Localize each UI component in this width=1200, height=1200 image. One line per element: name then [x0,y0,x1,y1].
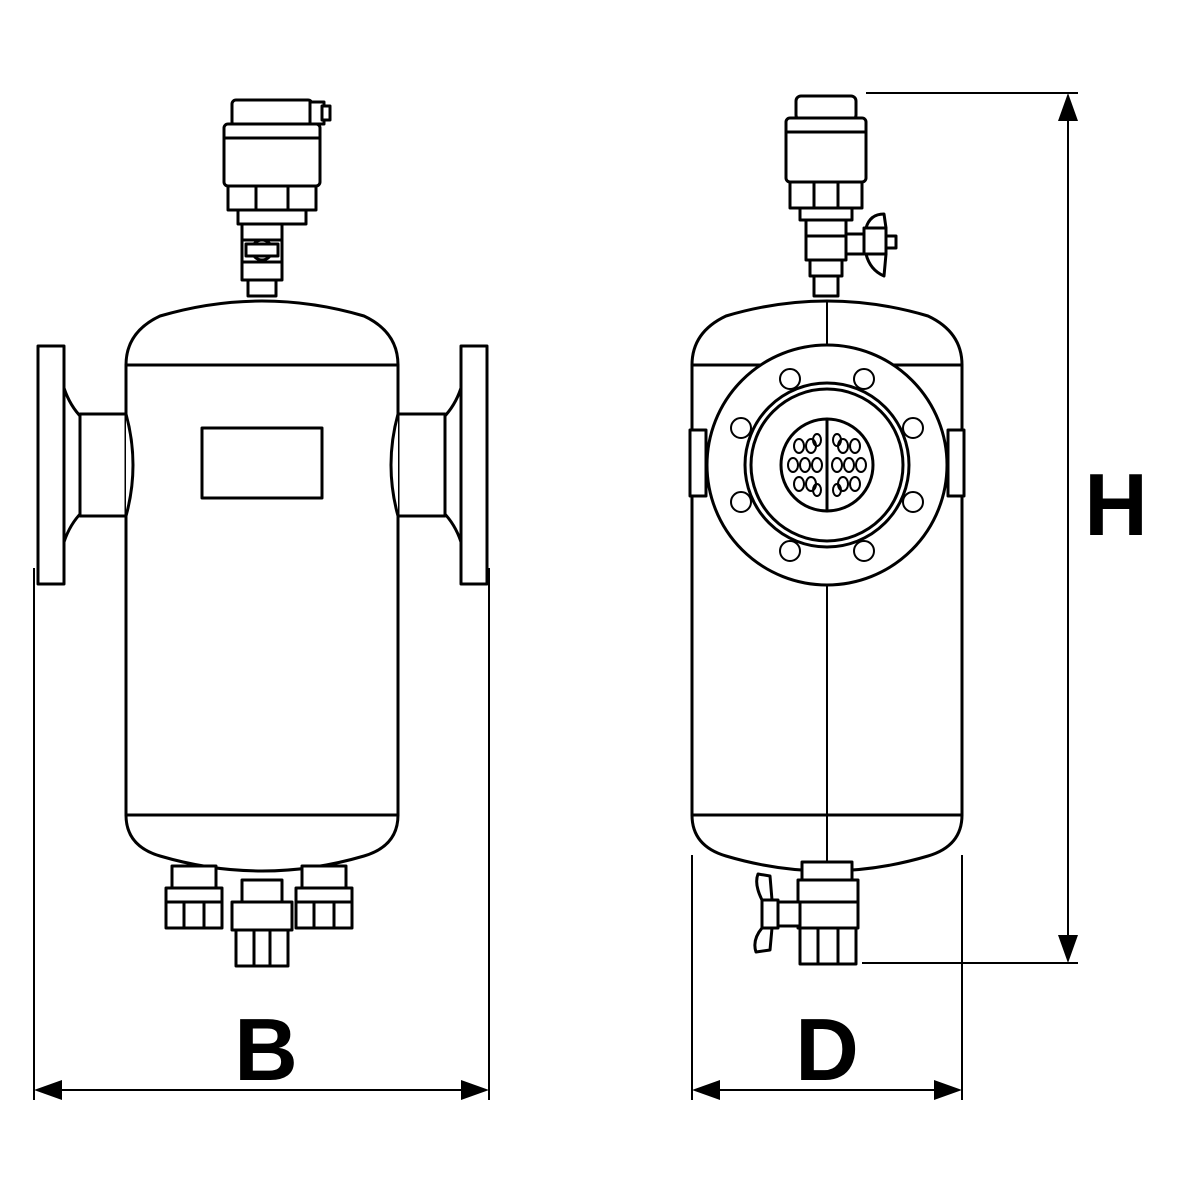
perforated-element [779,417,875,513]
dimension-b [33,568,490,1100]
name-plate [200,426,324,500]
side-top-valve [804,212,898,298]
right-flange-connection [391,344,489,586]
front-air-vent [222,98,332,226]
front-vessel-body [124,299,400,873]
front-view [36,98,489,968]
left-flange-connection [36,344,134,586]
dimension-label-d: D [795,1000,859,1099]
front-top-valve [240,222,284,298]
dimension-label-h: H [1084,455,1148,554]
side-bottom-valve [753,860,860,966]
side-view [688,94,966,966]
front-bottom-fittings [164,864,354,968]
dimension-d [691,855,963,1100]
dimension-h [862,92,1078,964]
side-air-vent [784,94,868,222]
dimension-label-b: B [234,1000,298,1099]
